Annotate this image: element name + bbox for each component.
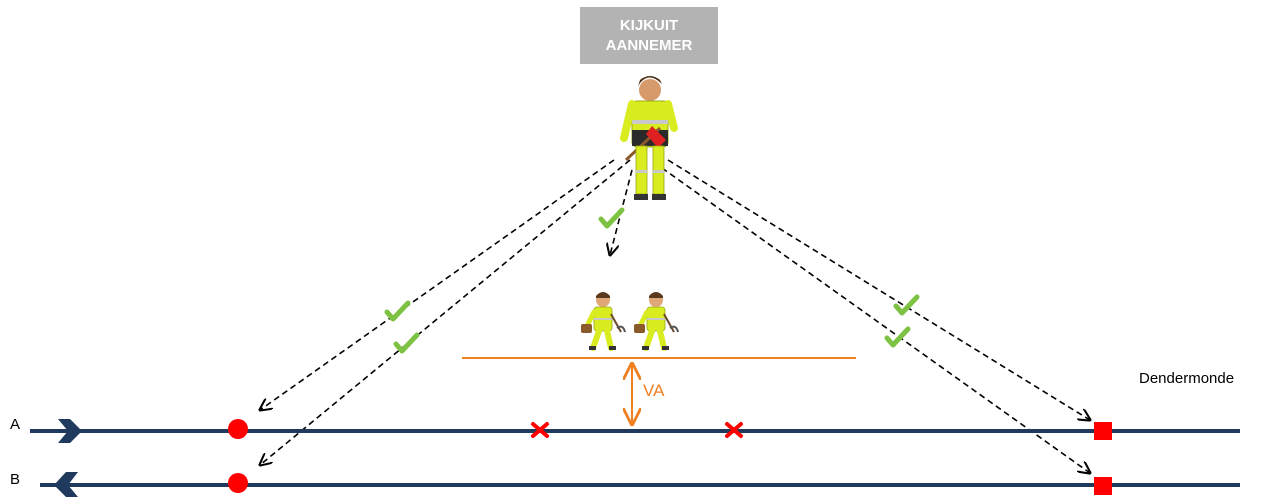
sight-line-to-signal-b-right	[661, 167, 1090, 473]
red-circle-signal-icon	[228, 419, 248, 439]
sight-line-to-signal-b-left	[260, 159, 631, 465]
red-square-signal-icon	[1094, 422, 1112, 440]
direction-right-icon	[58, 419, 82, 443]
direction-left-icon	[54, 472, 78, 497]
checkmark-icon	[387, 303, 408, 319]
lookout-title-box: KIJKUIT AANNEMER	[580, 7, 718, 64]
sight-line-to-signal-a-left	[260, 159, 615, 410]
lookout-worker-icon	[620, 76, 678, 200]
red-cross-icon	[531, 422, 549, 438]
track-label-a: A	[10, 416, 21, 433]
distance-label: VA	[643, 381, 665, 400]
track-worker-icon	[581, 292, 625, 350]
title-line-1: KIJKUIT	[619, 16, 679, 34]
sight-line-to-signal-a-right	[667, 159, 1090, 420]
red-square-signal-icon	[1094, 477, 1112, 495]
checkmark-icon	[896, 297, 917, 313]
title-line-2: AANNEMER	[605, 36, 693, 54]
checkmark-icon	[396, 335, 417, 351]
red-circle-signal-icon	[228, 473, 248, 493]
station-label: Dendermonde	[1139, 370, 1235, 387]
track-worker-icon	[634, 292, 678, 350]
sight-lines	[260, 159, 1090, 473]
track-label-b: B	[10, 471, 21, 488]
red-cross-icon	[725, 422, 743, 438]
